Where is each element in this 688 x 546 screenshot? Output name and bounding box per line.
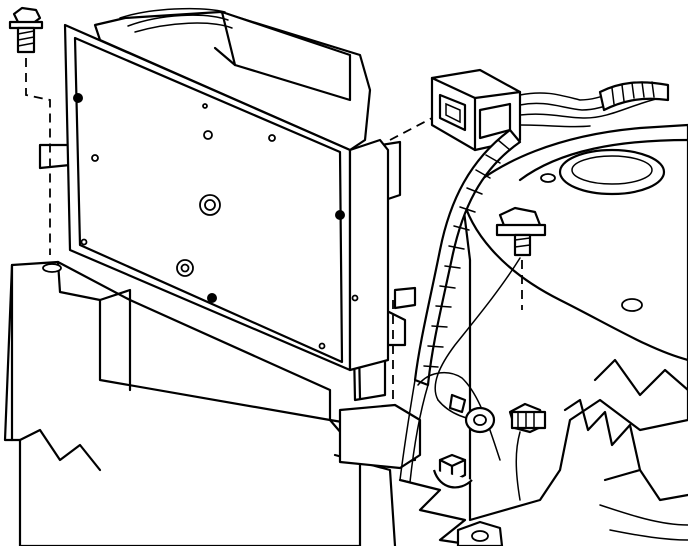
ground-stud-washer <box>464 402 547 501</box>
wire-harness <box>399 128 522 483</box>
engine-port-opening <box>558 148 666 196</box>
wiring-connector <box>430 68 670 152</box>
engine-small-hole <box>540 173 556 183</box>
module-housing <box>63 7 390 372</box>
corner-screw-top-left <box>73 93 83 103</box>
connector-alignment-line <box>389 117 433 141</box>
engine-bolt-hole <box>621 298 643 312</box>
corner-screw-right <box>335 210 345 220</box>
lower-fitting <box>456 520 504 546</box>
mounting-nut <box>432 453 473 489</box>
corner-screw-bottom <box>207 293 217 303</box>
tray-hole-left <box>42 263 62 273</box>
engine-block-section <box>460 123 688 541</box>
mounting-bolt-top-left <box>8 6 44 54</box>
ground-bolt <box>495 206 547 257</box>
ground-wire <box>417 257 521 461</box>
bolt-alignment-line-left <box>25 58 51 255</box>
